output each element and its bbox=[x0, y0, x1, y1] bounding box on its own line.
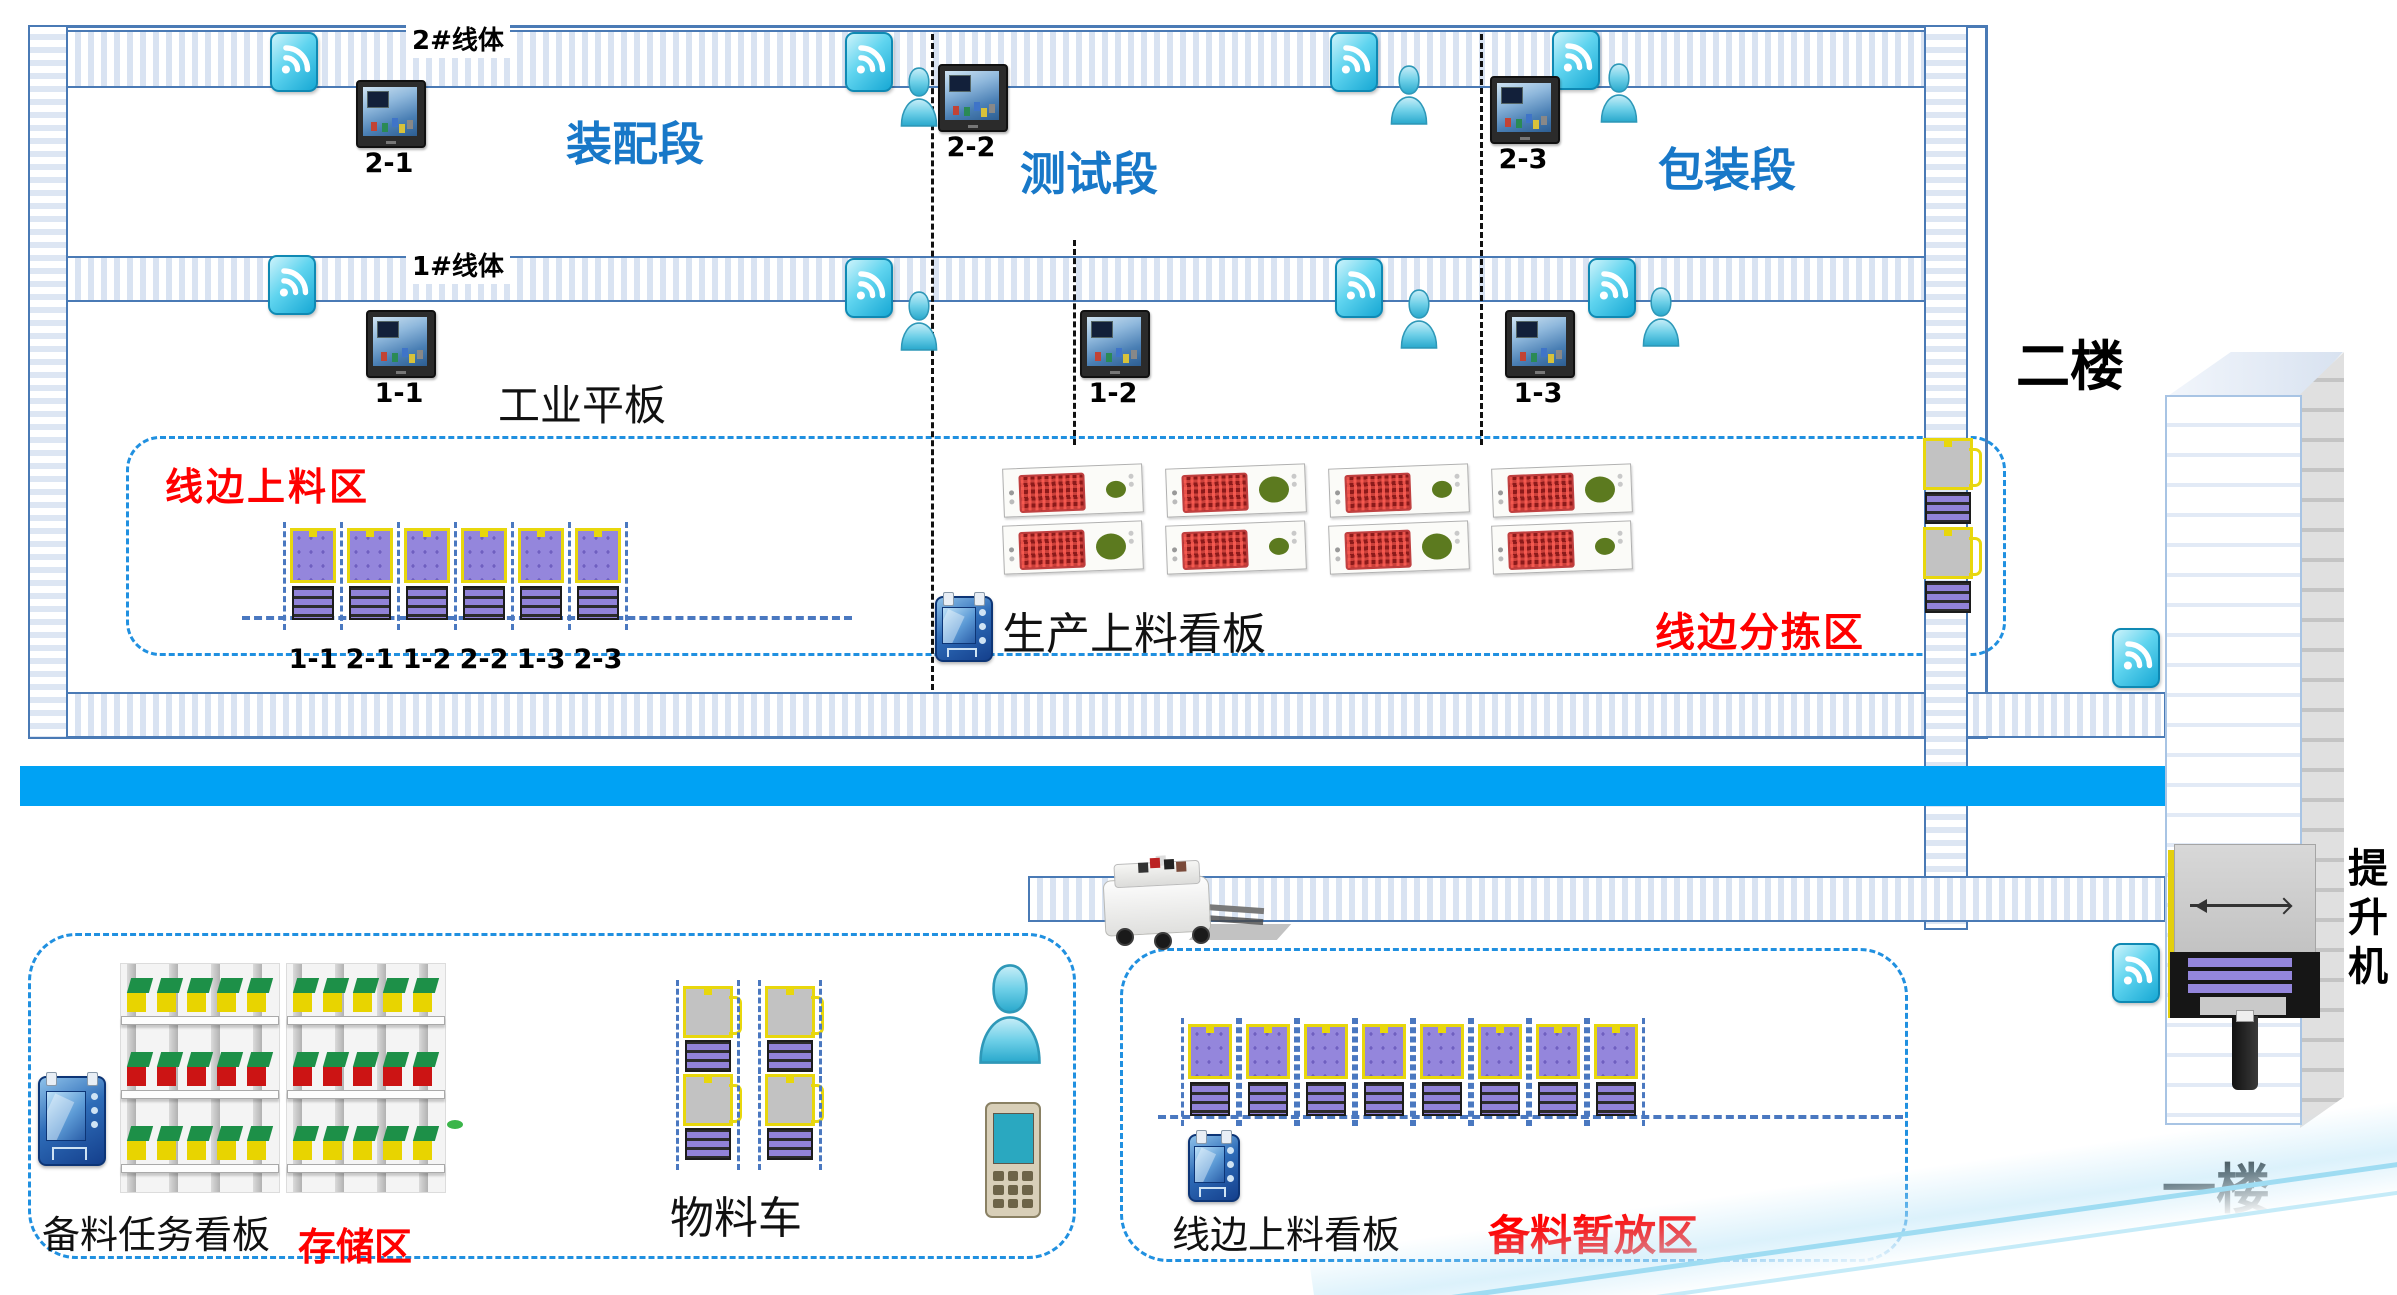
storage-board-label: 备料任务看板 bbox=[42, 1213, 271, 1257]
wifi-signal-icon bbox=[1335, 258, 1383, 318]
section-label-test: 测试段 bbox=[1020, 147, 1158, 201]
material-cart-label: 物料车 bbox=[670, 1193, 802, 1244]
monitor-label: 1-3 bbox=[1513, 378, 1563, 409]
section-divider-1 bbox=[931, 34, 934, 690]
material-cart bbox=[454, 522, 514, 630]
material-cart bbox=[511, 522, 571, 630]
loading-zone-label: 线边上料区 bbox=[165, 465, 371, 509]
material-cart bbox=[1587, 1018, 1645, 1126]
material-cart bbox=[1529, 1018, 1587, 1126]
operator-icon bbox=[968, 962, 1052, 1066]
material-cart bbox=[340, 522, 400, 630]
shuttle-dot bbox=[447, 1120, 463, 1129]
section-label-assembly: 装配段 bbox=[566, 117, 704, 171]
material-cart bbox=[1297, 1018, 1355, 1126]
industrial-tablet-icon bbox=[1505, 310, 1575, 378]
led-display-board bbox=[1491, 520, 1633, 575]
operator-icon bbox=[1398, 288, 1440, 350]
production-board-label: 生产上料看板 bbox=[1002, 609, 1266, 660]
industrial-tablet-icon bbox=[1490, 76, 1560, 144]
section-divider-3 bbox=[1480, 34, 1483, 445]
material-cart bbox=[1181, 1018, 1239, 1126]
led-display-board bbox=[1328, 463, 1470, 518]
wifi-signal-icon bbox=[1552, 30, 1600, 90]
material-cart bbox=[1471, 1018, 1529, 1126]
material-cart bbox=[1923, 527, 1982, 613]
line2-label: 2#线体 bbox=[406, 24, 510, 58]
wifi-signal-icon bbox=[1588, 258, 1636, 318]
material-cart bbox=[676, 980, 742, 1082]
section-label-packaging: 包装段 bbox=[1658, 143, 1796, 197]
cart-label: 2-3 bbox=[573, 644, 623, 675]
operator-icon bbox=[898, 66, 940, 128]
floor2-zone-border bbox=[126, 436, 2006, 656]
monitor-label: 1-2 bbox=[1088, 378, 1138, 409]
material-cart bbox=[397, 522, 457, 630]
led-display-board bbox=[1002, 463, 1144, 518]
led-display-board bbox=[1165, 463, 1307, 518]
wifi-signal-icon bbox=[845, 32, 893, 92]
material-cart bbox=[568, 522, 628, 630]
section-divider-2 bbox=[1073, 240, 1076, 445]
line1-label: 1#线体 bbox=[406, 250, 510, 284]
floor-divider-band bbox=[20, 766, 2168, 806]
cart-label: 1-1 bbox=[288, 644, 338, 675]
cart-label: 1-2 bbox=[402, 644, 452, 675]
handheld-terminal-icon bbox=[985, 1102, 1041, 1218]
operator-icon bbox=[1598, 62, 1640, 124]
kanban-display-icon bbox=[1188, 1130, 1240, 1202]
cart-label: 2-1 bbox=[345, 644, 395, 675]
material-cart bbox=[1355, 1018, 1413, 1126]
wifi-signal-icon bbox=[270, 32, 318, 92]
hoist-elevator bbox=[2168, 844, 2322, 1094]
monitor-label: 2-2 bbox=[946, 132, 996, 163]
conveyor-left-column bbox=[28, 25, 68, 739]
floor2-label: 二楼 bbox=[2016, 335, 2124, 398]
monitor-label: 2-1 bbox=[364, 148, 414, 179]
monitor-label: 2-3 bbox=[1498, 144, 1548, 175]
wifi-signal-icon bbox=[1330, 32, 1378, 92]
cart-label: 2-2 bbox=[459, 644, 509, 675]
material-cart bbox=[758, 1068, 824, 1170]
monitor-label: 1-1 bbox=[374, 378, 424, 409]
storage-rack bbox=[286, 963, 446, 1193]
wifi-signal-icon bbox=[2112, 628, 2160, 688]
industrial-tablet-icon bbox=[1080, 310, 1150, 378]
wifi-signal-icon bbox=[268, 255, 316, 315]
cart-label: 1-3 bbox=[516, 644, 566, 675]
led-display-board bbox=[1491, 463, 1633, 518]
material-cart bbox=[676, 1068, 742, 1170]
storage-zone-border bbox=[28, 933, 1076, 1259]
storage-rack bbox=[120, 963, 280, 1193]
storage-zone-label: 存储区 bbox=[298, 1225, 413, 1269]
industrial-tablet-label: 工业平板 bbox=[498, 381, 667, 430]
kanban-display-icon bbox=[38, 1072, 106, 1166]
kanban-display-icon bbox=[935, 592, 993, 662]
led-display-board bbox=[1328, 520, 1470, 575]
agv-robot bbox=[1098, 856, 1292, 952]
wifi-signal-icon bbox=[2112, 943, 2160, 1003]
led-display-board bbox=[1165, 520, 1307, 575]
operator-icon bbox=[898, 290, 940, 352]
material-cart bbox=[283, 522, 343, 630]
operator-icon bbox=[1388, 64, 1430, 126]
elevator-label: 提升机 bbox=[2348, 846, 2388, 990]
material-cart bbox=[1239, 1018, 1297, 1126]
sorting-zone-label: 线边分拣区 bbox=[1655, 610, 1865, 656]
industrial-tablet-icon bbox=[356, 80, 426, 148]
conveyor-floor1 bbox=[1028, 876, 2166, 922]
material-cart bbox=[1413, 1018, 1471, 1126]
conveyor-floor2-bottom bbox=[66, 692, 2166, 738]
material-cart bbox=[1923, 438, 1982, 524]
wifi-signal-icon bbox=[845, 258, 893, 318]
industrial-tablet-icon bbox=[366, 310, 436, 378]
led-display-board bbox=[1002, 520, 1144, 575]
industrial-tablet-icon bbox=[938, 64, 1008, 132]
material-cart bbox=[758, 980, 824, 1082]
operator-icon bbox=[1640, 286, 1682, 348]
